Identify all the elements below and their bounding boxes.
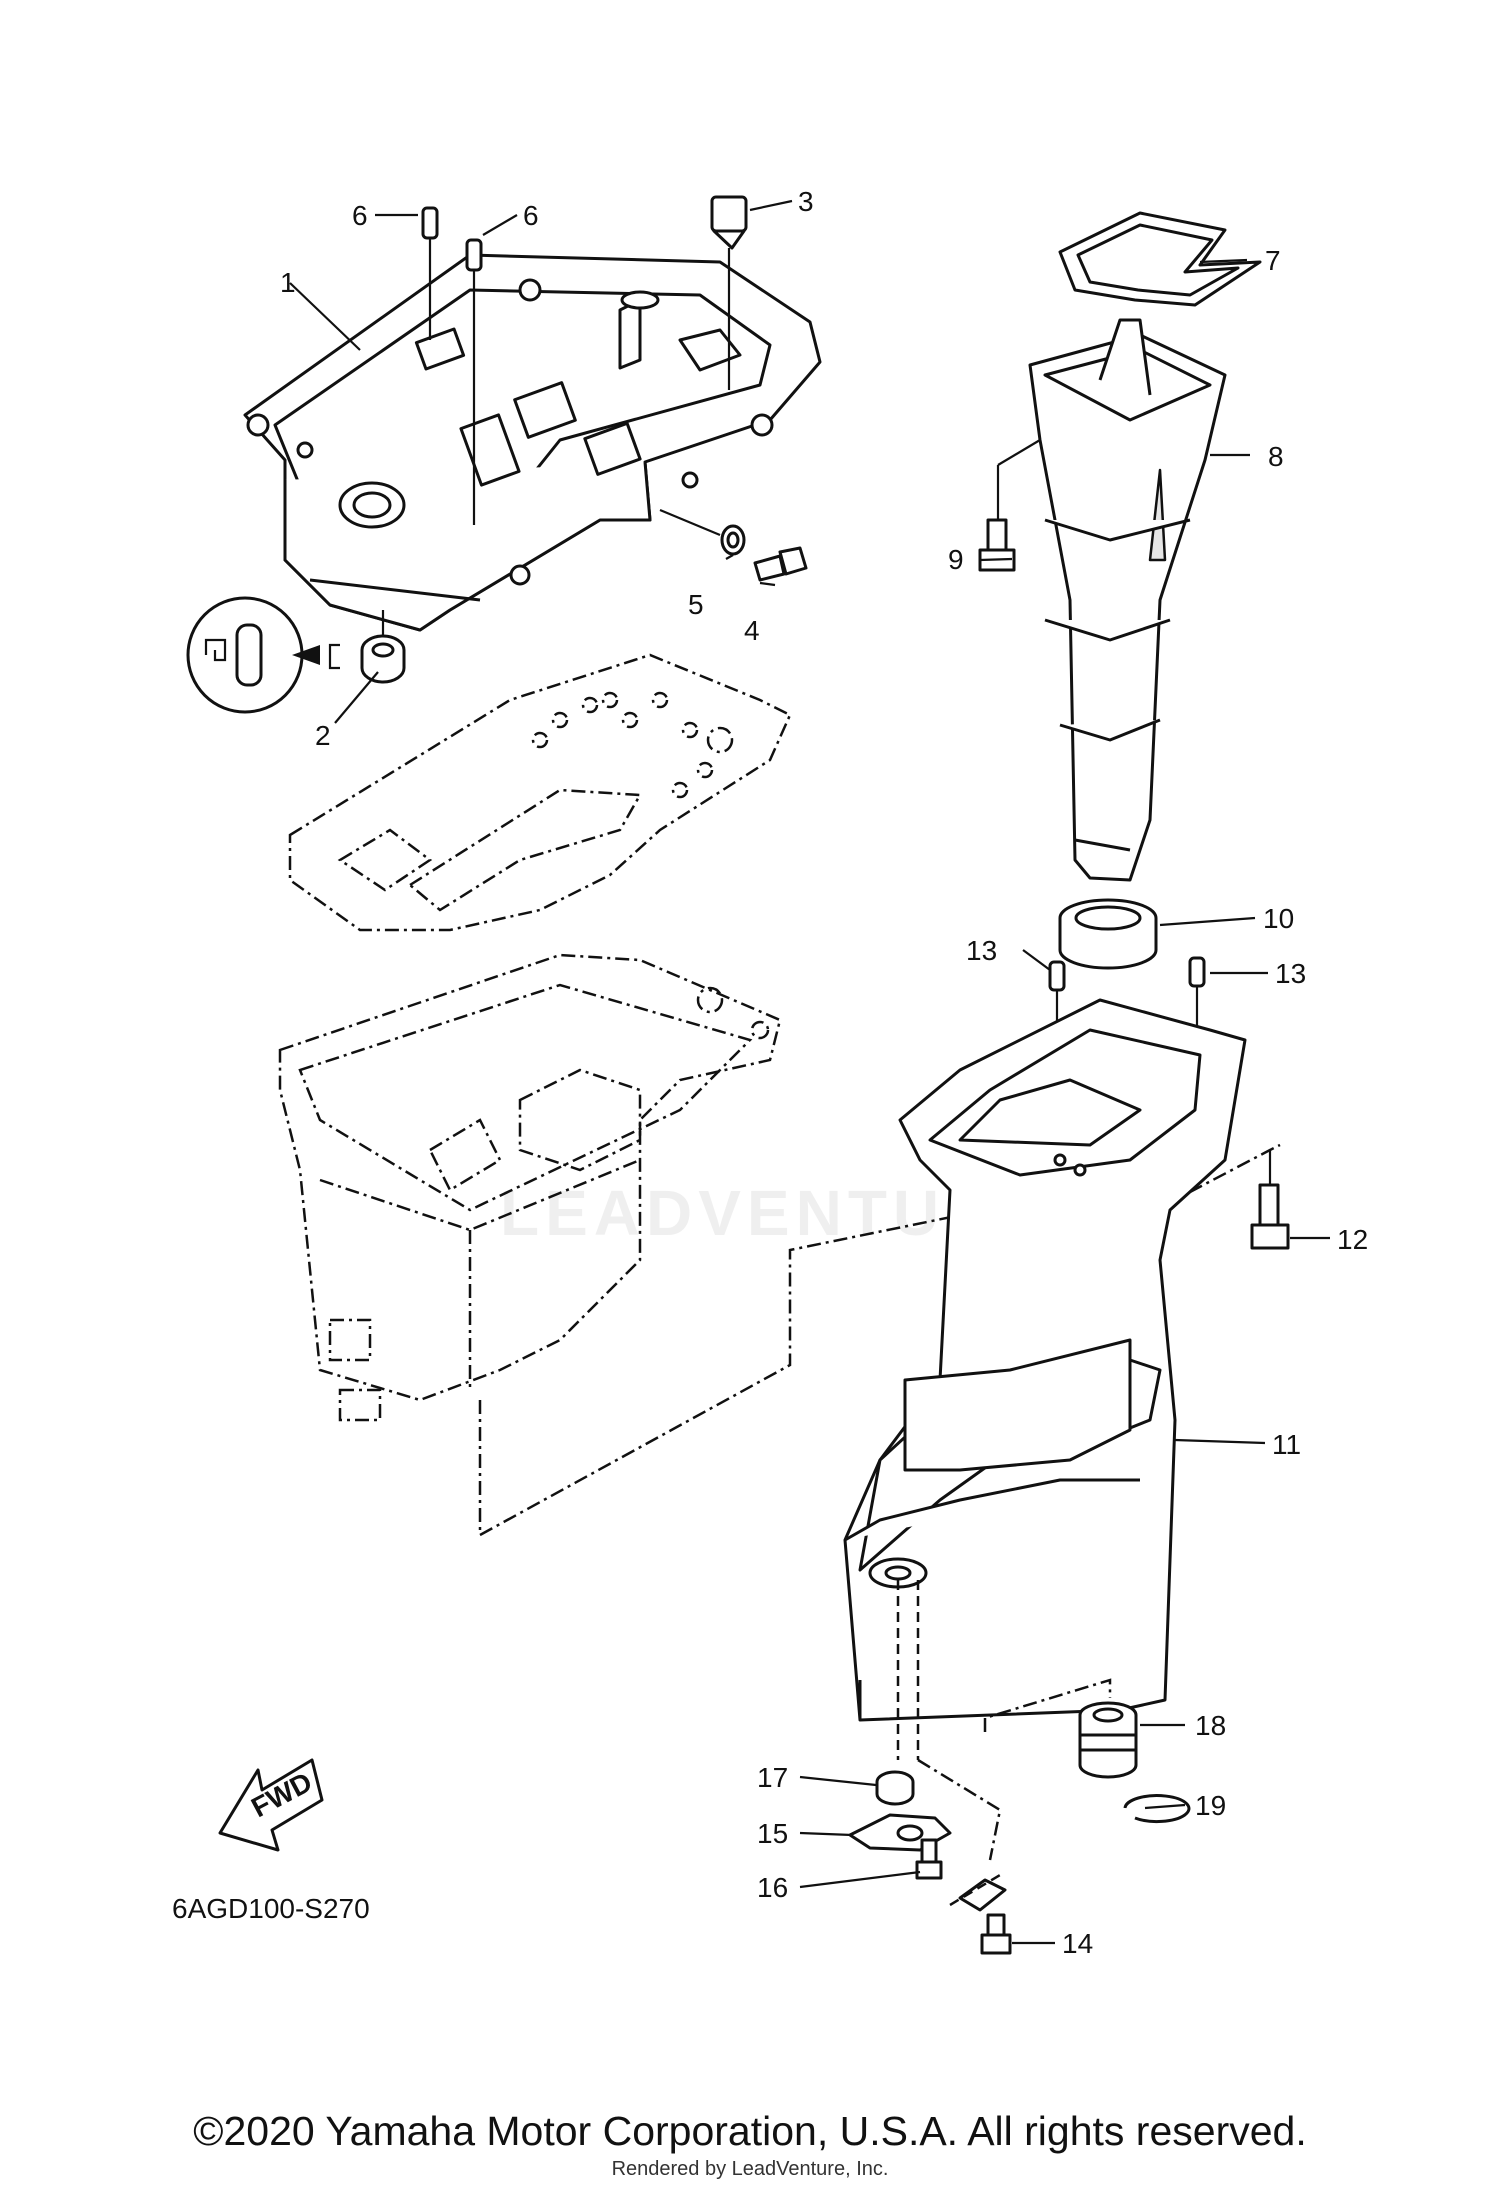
upper-case-part-11 xyxy=(843,998,1247,1722)
callout-18: 18 xyxy=(1195,1710,1226,1741)
callout-10: 10 xyxy=(1263,903,1294,934)
grommet-part-17 xyxy=(875,1770,915,1806)
callout-3: 3 xyxy=(798,186,814,217)
exhaust-guide-part-8 xyxy=(1028,318,1227,882)
callout-7: 7 xyxy=(1265,245,1281,276)
callout-13b: 13 xyxy=(1275,958,1306,989)
dowel-pin-part-13b xyxy=(1188,956,1206,1030)
fwd-arrow-icon: FWD xyxy=(218,1758,324,1852)
callout-1: 1 xyxy=(280,267,296,298)
callout-6a: 6 xyxy=(352,200,368,231)
copyright-notice: ©2020 Yamaha Motor Corporation, U.S.A. A… xyxy=(193,2108,1307,2154)
callout-labels: 1 2 3 4 5 6 6 7 8 9 10 11 12 13 13 14 15… xyxy=(280,186,1368,1959)
bolt-part-4 xyxy=(753,546,808,582)
callout-17: 17 xyxy=(757,1762,788,1793)
callout-13a: 13 xyxy=(966,935,997,966)
bolt-part-12 xyxy=(1250,1150,1290,1250)
dowel-pin-part-6a xyxy=(421,206,439,340)
callout-12: 12 xyxy=(1337,1224,1368,1255)
callout-15: 15 xyxy=(757,1818,788,1849)
callout-19: 19 xyxy=(1195,1790,1226,1821)
engine-block-outline xyxy=(278,953,782,1422)
callout-6b: 6 xyxy=(523,200,539,231)
rendered-by-text: Rendered by LeadVenture, Inc. xyxy=(611,2158,889,2180)
circlip-part-19 xyxy=(1123,1794,1191,1824)
callout-2: 2 xyxy=(315,720,331,751)
callout-16: 16 xyxy=(757,1872,788,1903)
diagram-code: 6AGD100-S270 xyxy=(172,1893,370,1924)
plug-part-3 xyxy=(710,195,748,390)
oil-seal-part-2 xyxy=(360,610,406,684)
gasket-part-7 xyxy=(1058,211,1262,307)
callout-8: 8 xyxy=(1268,441,1284,472)
leader-lines xyxy=(289,199,1330,1945)
upper-casing-part-1 xyxy=(243,253,822,632)
bolt-part-14 xyxy=(949,1873,1012,1955)
callout-4: 4 xyxy=(744,615,760,646)
bush-part-18 xyxy=(1078,1701,1138,1779)
gasket-outline xyxy=(288,653,792,932)
washer-part-5 xyxy=(720,524,746,556)
callout-9: 9 xyxy=(948,544,964,575)
callout-11: 11 xyxy=(1272,1429,1301,1460)
bolt-part-16 xyxy=(915,1838,943,1880)
callout-14: 14 xyxy=(1062,1928,1093,1959)
oil-seal-detail-bubble xyxy=(186,596,340,714)
bolt-part-9 xyxy=(978,518,1016,572)
seal-part-10 xyxy=(1058,898,1158,970)
dowel-pin-part-6b xyxy=(465,238,483,525)
callout-5: 5 xyxy=(688,589,704,620)
